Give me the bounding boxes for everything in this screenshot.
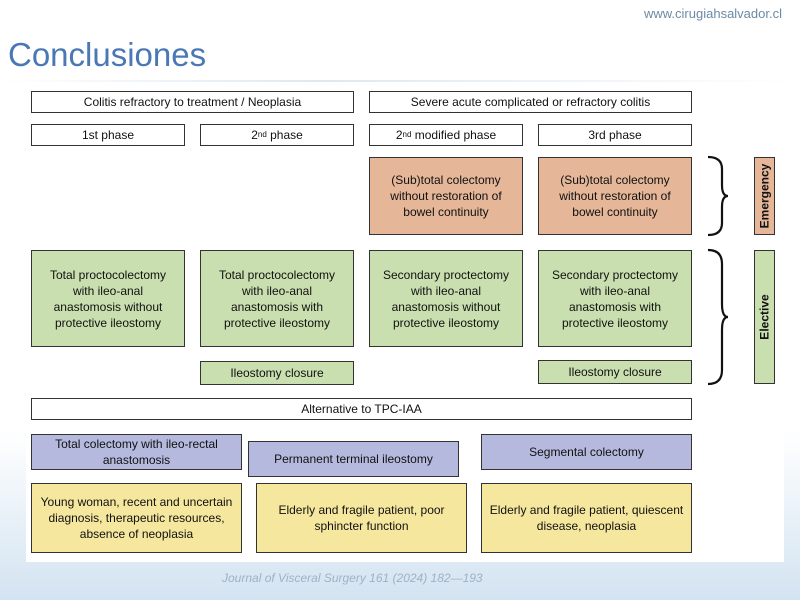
indication-elderly-quiescent: Elderly and fragile patient, quiescent d… xyxy=(481,483,692,553)
decorative-line xyxy=(0,80,800,82)
phase-header-1st: 1st phase xyxy=(31,124,185,146)
indication-elderly-poor-sphincter: Elderly and fragile patient, poor sphinc… xyxy=(256,483,467,553)
elective-box-2nd: Total proctocolectomy with ileo-anal ana… xyxy=(200,250,354,347)
slide-title: Conclusiones xyxy=(8,36,207,73)
emergency-brace xyxy=(707,155,729,237)
phase-header-3rd: 3rd phase xyxy=(538,124,692,146)
elective-brace xyxy=(707,248,729,386)
alternative-header: Alternative to TPC-IAA xyxy=(31,398,692,420)
elective-box-1st: Total proctocolectomy with ileo-anal ana… xyxy=(31,250,185,347)
elective-box-2nd-modified: Secondary proctectomy with ileo-anal ana… xyxy=(369,250,523,347)
elective-label: Elective xyxy=(754,250,775,384)
emergency-label: Emergency xyxy=(754,157,775,235)
option-terminal-ileostomy: Permanent terminal ileostomy xyxy=(248,441,459,477)
elective-box-3rd: Secondary proctectomy with ileo-anal ana… xyxy=(538,250,692,347)
group-header-refractory: Colitis refractory to treatment / Neopla… xyxy=(31,91,354,113)
indication-young-woman: Young woman, recent and uncertain diagno… xyxy=(31,483,242,553)
ileostomy-closure-2nd: Ileostomy closure xyxy=(200,361,354,385)
journal-citation: Journal of Visceral Surgery 161 (2024) 1… xyxy=(222,571,483,585)
emergency-box-2nd-modified: (Sub)total colectomy without restoration… xyxy=(369,157,523,235)
emergency-box-3rd: (Sub)total colectomy without restoration… xyxy=(538,157,692,235)
website-url: www.cirugiahsalvador.cl xyxy=(643,6,782,21)
option-ileo-rectal: Total colectomy with ileo-rectal anastom… xyxy=(31,434,242,470)
option-segmental-colectomy: Segmental colectomy xyxy=(481,434,692,470)
ileostomy-closure-3rd: Ileostomy closure xyxy=(538,360,692,384)
group-header-severe-acute: Severe acute complicated or refractory c… xyxy=(369,91,692,113)
